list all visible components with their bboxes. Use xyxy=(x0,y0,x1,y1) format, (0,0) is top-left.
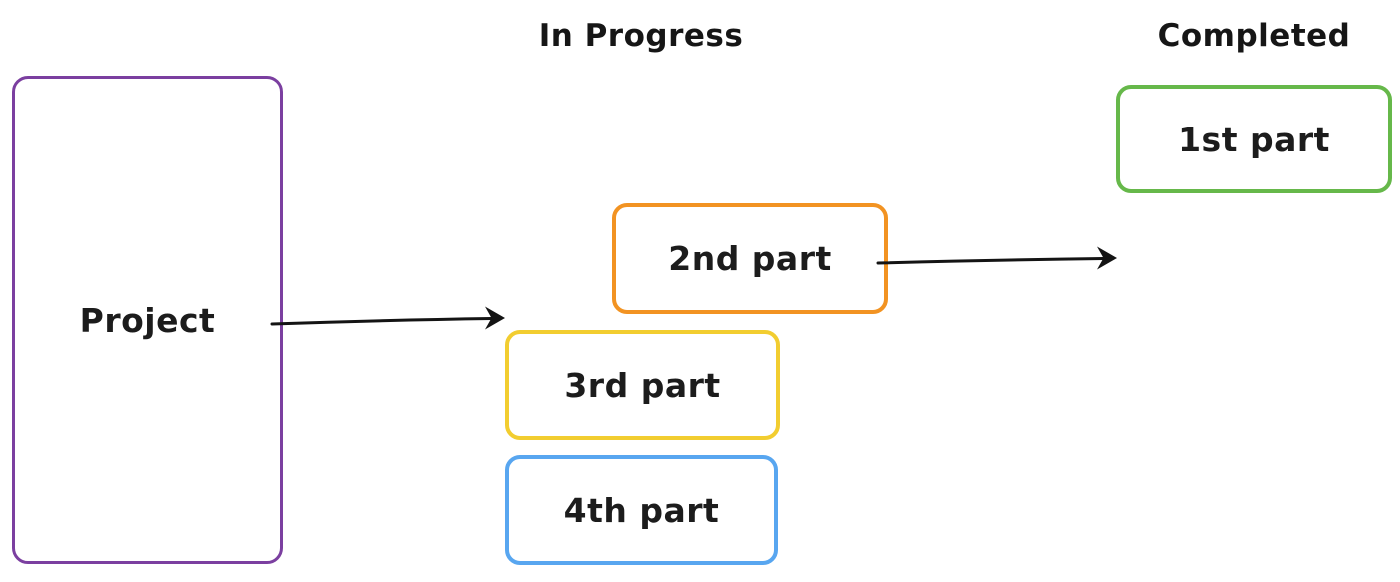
card-1st-part-label: 1st part xyxy=(1178,119,1330,159)
card-4th-part-label: 4th part xyxy=(563,490,720,530)
arrow-2nd-part-to-completed xyxy=(876,246,1117,270)
arrow-project-to-in-progress xyxy=(270,306,505,330)
project-label: Project xyxy=(79,300,216,340)
column-header-completed: Completed xyxy=(1157,18,1351,54)
card-3rd-part[interactable]: 3rd part xyxy=(505,330,780,440)
column-header-in-progress: In Progress xyxy=(538,18,744,54)
card-2nd-part-label: 2nd part xyxy=(668,239,832,278)
card-3rd-part-label: 3rd part xyxy=(564,365,721,405)
card-4th-part[interactable]: 4th part xyxy=(505,455,778,565)
project-box[interactable]: Project xyxy=(12,76,283,564)
card-1st-part[interactable]: 1st part xyxy=(1116,85,1392,193)
card-2nd-part[interactable]: 2nd part xyxy=(612,203,888,314)
